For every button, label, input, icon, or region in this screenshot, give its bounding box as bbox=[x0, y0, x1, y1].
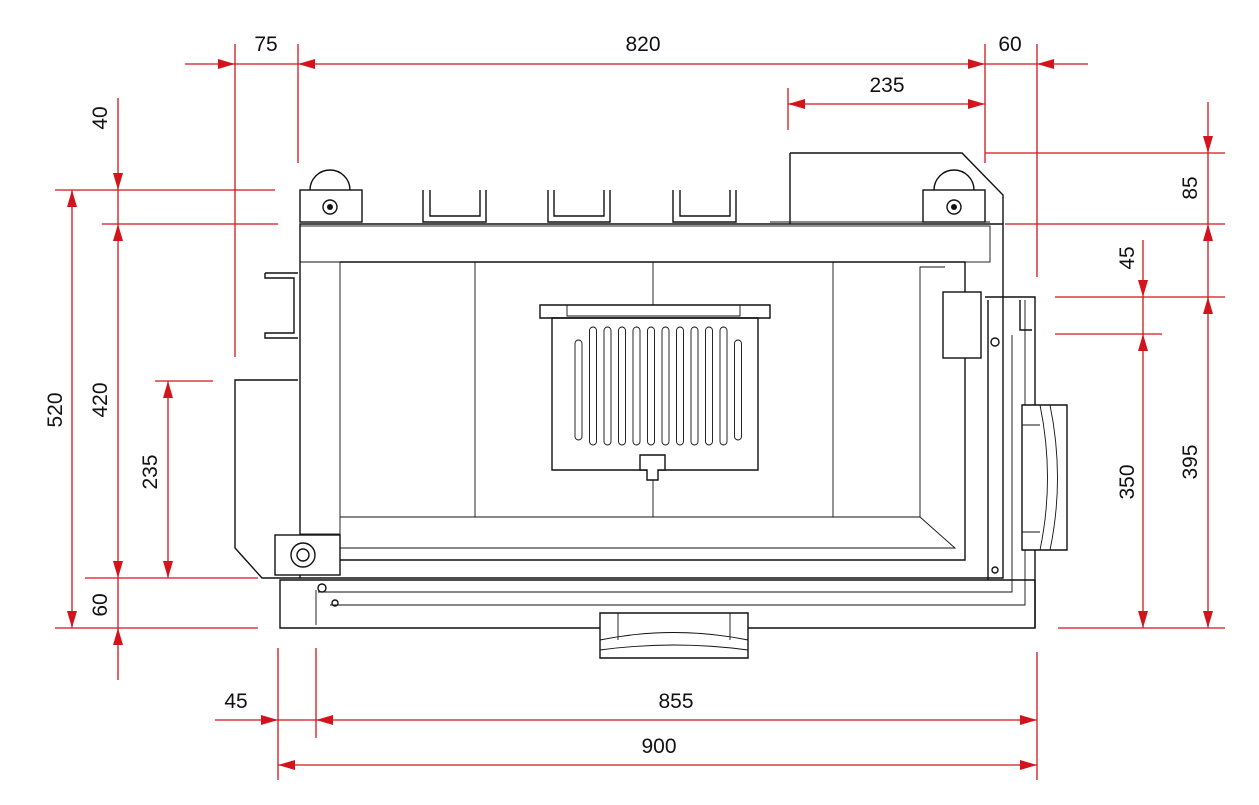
top-insulation bbox=[299, 225, 991, 263]
arrowhead bbox=[218, 59, 235, 69]
grate-bar bbox=[661, 326, 670, 446]
arrowhead bbox=[1203, 136, 1213, 153]
grate-bar bbox=[603, 326, 612, 446]
grate-bar bbox=[719, 326, 728, 446]
arrowhead bbox=[968, 59, 985, 69]
dim-900: 900 bbox=[641, 735, 676, 758]
grate-bar bbox=[574, 339, 583, 441]
dim-235-left: 235 bbox=[139, 454, 162, 489]
arrowhead bbox=[163, 561, 173, 578]
arrowhead bbox=[1037, 59, 1054, 69]
grate-bar bbox=[632, 326, 641, 446]
arrowhead bbox=[1020, 715, 1037, 725]
dim-60-left: 60 bbox=[89, 593, 112, 616]
dim-420: 420 bbox=[89, 382, 112, 417]
wheel-right bbox=[922, 169, 986, 223]
handle-right bbox=[1021, 404, 1068, 551]
fireplace-body bbox=[234, 152, 1068, 659]
arrowhead bbox=[113, 224, 123, 241]
grate-bar bbox=[676, 326, 684, 446]
grate-bar bbox=[734, 339, 742, 441]
arrowhead bbox=[1138, 280, 1148, 297]
handle-bottom bbox=[599, 612, 749, 659]
dimension-lines bbox=[55, 44, 1225, 780]
dim-520: 520 bbox=[44, 392, 67, 427]
arrowhead bbox=[1138, 334, 1148, 351]
grate-bar bbox=[618, 326, 626, 446]
arrowhead bbox=[316, 715, 333, 725]
dim-60-top: 60 bbox=[998, 33, 1021, 56]
dimension-labels: 75 820 60 235 40 420 520 235 60 85 45 35… bbox=[44, 33, 1202, 758]
grate-bar bbox=[705, 326, 713, 446]
arrowhead bbox=[1020, 760, 1037, 770]
dim-45-bottom: 45 bbox=[224, 690, 247, 713]
dim-395: 395 bbox=[1179, 444, 1202, 479]
arrowhead bbox=[67, 190, 77, 207]
arrowhead bbox=[163, 381, 173, 398]
arrowhead bbox=[1203, 224, 1213, 241]
arrowhead bbox=[968, 99, 985, 109]
arrowhead bbox=[278, 760, 295, 770]
wheel-left bbox=[299, 169, 363, 223]
arrowhead bbox=[298, 59, 315, 69]
dim-75: 75 bbox=[254, 33, 277, 56]
arrowhead bbox=[67, 611, 77, 628]
arrowhead bbox=[113, 628, 123, 645]
arrowhead bbox=[261, 715, 278, 725]
arrowhead bbox=[113, 173, 123, 190]
grate-bar bbox=[589, 326, 597, 446]
dim-350: 350 bbox=[1116, 464, 1139, 499]
arrowhead bbox=[113, 561, 123, 578]
dim-85: 85 bbox=[1179, 176, 1202, 199]
dim-820: 820 bbox=[625, 33, 660, 56]
arrowhead bbox=[1138, 611, 1148, 628]
dim-855: 855 bbox=[658, 690, 693, 713]
grate-bar bbox=[647, 326, 655, 446]
dim-235-top: 235 bbox=[869, 74, 904, 97]
arrowhead bbox=[1203, 611, 1213, 628]
ash-grate bbox=[539, 304, 771, 481]
arrowhead bbox=[788, 99, 805, 109]
arrowhead bbox=[1203, 297, 1213, 314]
dim-40: 40 bbox=[89, 106, 112, 129]
left-insulation bbox=[299, 261, 341, 535]
dim-45-right: 45 bbox=[1116, 246, 1139, 269]
grate-bar bbox=[690, 326, 699, 446]
